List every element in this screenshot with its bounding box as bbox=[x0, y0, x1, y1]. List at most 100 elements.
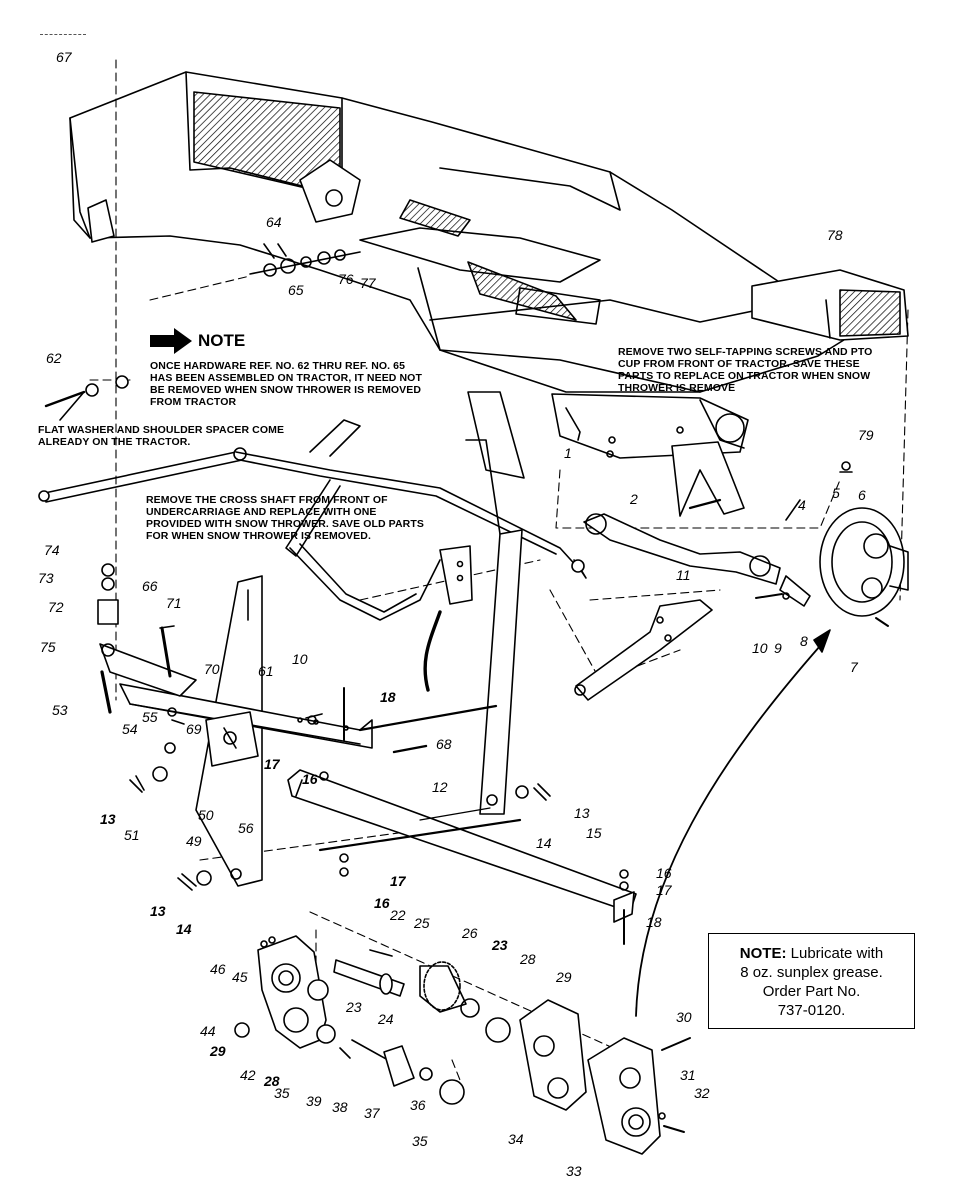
part-callout: 45 bbox=[232, 969, 248, 985]
part-callout: 10 bbox=[292, 651, 308, 667]
part-callout: 30 bbox=[676, 1009, 692, 1025]
part-callout: 10 bbox=[752, 640, 768, 656]
part-callout: 29 bbox=[556, 969, 572, 985]
part-callout: 50 bbox=[198, 807, 214, 823]
part-callout: 70 bbox=[204, 661, 220, 677]
part-callout: 71 bbox=[166, 595, 182, 611]
part-callout: 56 bbox=[238, 820, 254, 836]
part-callout: 24 bbox=[378, 1011, 394, 1027]
part-callout: 33 bbox=[566, 1163, 582, 1179]
part-callout: 34 bbox=[508, 1131, 524, 1147]
part-callout: 74 bbox=[44, 542, 60, 558]
part-callout: 5 bbox=[832, 485, 840, 501]
part-callout: 67 bbox=[56, 49, 72, 65]
part-callout: 1 bbox=[564, 445, 572, 461]
corner-mark bbox=[40, 34, 86, 35]
undercarriage-cross-shaft bbox=[38, 391, 587, 621]
lube-note-lead: NOTE: bbox=[739, 945, 787, 962]
lube-arrow-line bbox=[635, 645, 821, 1017]
part-callout: 53 bbox=[52, 702, 68, 718]
gearbox-left-housing bbox=[234, 935, 327, 1049]
part-callout: 73 bbox=[38, 570, 54, 586]
part-callout: 38 bbox=[332, 1099, 348, 1115]
part-callout: 2 bbox=[630, 491, 638, 507]
part-callout: 13 bbox=[150, 903, 166, 919]
part-callout: 68 bbox=[436, 736, 452, 752]
part-callout: 31 bbox=[680, 1067, 696, 1083]
part-callout: 22 bbox=[390, 907, 406, 923]
note-cross-shaft-text: REMOVE THE CROSS SHAFT FROM FRONT OF UND… bbox=[146, 494, 424, 542]
pto-cover-2 bbox=[606, 441, 745, 517]
part-callout: 65 bbox=[288, 282, 304, 298]
note-heading-label: NOTE bbox=[198, 331, 246, 350]
part-callout: 75 bbox=[40, 639, 56, 655]
right-arrow-icon bbox=[150, 328, 192, 354]
part-callout: 23 bbox=[346, 999, 362, 1015]
part-callout: 29 bbox=[210, 1043, 226, 1059]
pto-cup-part-78 bbox=[751, 269, 909, 341]
part-callout: 78 bbox=[827, 227, 843, 243]
part-callout: 35 bbox=[412, 1133, 428, 1149]
lube-note-line4: 737-0120. bbox=[777, 1002, 846, 1019]
part-callout: 17 bbox=[264, 756, 280, 772]
part-callout: 39 bbox=[306, 1093, 322, 1109]
part-callout: 46 bbox=[210, 961, 226, 977]
part-callout: 11 bbox=[676, 567, 691, 583]
small-hardware bbox=[129, 687, 629, 945]
part-callout: 61 bbox=[258, 663, 274, 679]
upright-frame-right bbox=[465, 439, 523, 815]
part-callout: 55 bbox=[142, 709, 158, 725]
part-callout: 28 bbox=[520, 951, 536, 967]
pivot-plate-50 bbox=[205, 711, 259, 767]
part-callout: 72 bbox=[48, 599, 64, 615]
drive-shaft-11 bbox=[583, 499, 811, 607]
part-callout: 7 bbox=[850, 659, 858, 675]
part-callout: 16 bbox=[656, 865, 672, 881]
part-callout: 32 bbox=[694, 1085, 710, 1101]
part-callout: 77 bbox=[360, 275, 376, 291]
gearbox-shafts-bearings bbox=[307, 949, 511, 1105]
lubrication-note-box: NOTE: Lubricate with 8 oz. sunplex greas… bbox=[708, 933, 915, 1029]
note-hardware-text: ONCE HARDWARE REF. NO. 62 THRU REF. NO. … bbox=[150, 360, 422, 408]
part-callout: 8 bbox=[800, 633, 808, 649]
part-callout: 14 bbox=[176, 921, 192, 937]
shaft-hardware-64-77 bbox=[249, 243, 361, 277]
part-callout: 17 bbox=[390, 873, 406, 889]
part-callout: 6 bbox=[858, 487, 866, 503]
part-callout: 49 bbox=[186, 833, 202, 849]
part-callout: 18 bbox=[380, 689, 396, 705]
part-callout: 23 bbox=[492, 937, 508, 953]
part-callout: 69 bbox=[186, 721, 202, 737]
gear-housing-5-7 bbox=[819, 461, 909, 627]
part-callout: 9 bbox=[774, 640, 782, 656]
part-callout: 28 bbox=[264, 1073, 280, 1089]
part-callout: 26 bbox=[462, 925, 478, 941]
part-callout: 64 bbox=[266, 214, 282, 230]
part-callout: 44 bbox=[200, 1023, 216, 1039]
note-pto-text: REMOVE TWO SELF-TAPPING SCREWS AND PTO C… bbox=[618, 346, 873, 394]
part-callout: 18 bbox=[646, 914, 662, 930]
lube-note-line2: 8 oz. sunplex grease. bbox=[740, 964, 883, 981]
part-callout: 37 bbox=[364, 1105, 380, 1121]
part-callout: 16 bbox=[302, 771, 318, 787]
part-callout: 76 bbox=[338, 271, 354, 287]
part-callout: 14 bbox=[536, 835, 552, 851]
tractor-frame bbox=[69, 71, 861, 459]
part-callout: 25 bbox=[414, 915, 430, 931]
lower-frame-15 bbox=[287, 704, 637, 923]
lube-note-line1: Lubricate with bbox=[790, 945, 884, 962]
part-callout: 51 bbox=[124, 827, 140, 843]
part-callout: 66 bbox=[142, 578, 158, 594]
part-callout: 42 bbox=[240, 1067, 256, 1083]
gearbox-right-housing-33 bbox=[587, 1037, 691, 1155]
part-callout: 12 bbox=[432, 779, 448, 795]
lift-link bbox=[574, 599, 713, 701]
part-callout: 13 bbox=[100, 811, 116, 827]
part-callout: 4 bbox=[798, 497, 806, 513]
part-callout: 15 bbox=[586, 825, 602, 841]
part-callout: 16 bbox=[374, 895, 390, 911]
note-heading: NOTE bbox=[150, 328, 245, 354]
part-callout: 79 bbox=[858, 427, 874, 443]
